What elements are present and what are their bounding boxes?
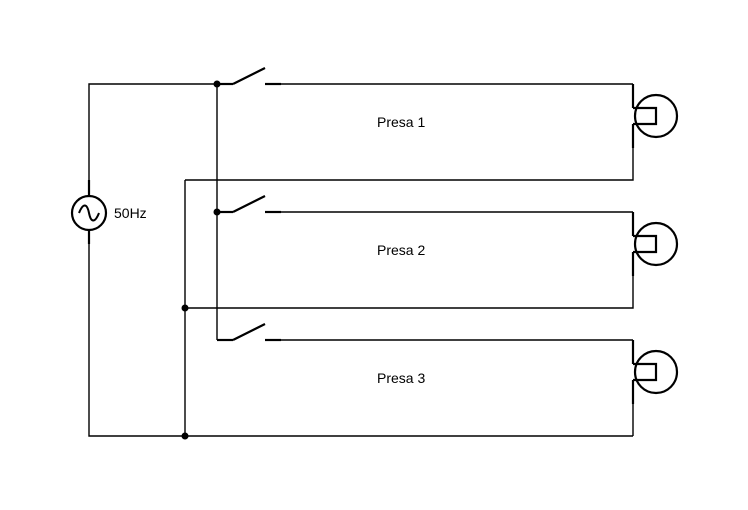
- source-frequency-label: 50Hz: [114, 205, 147, 221]
- ac-source-icon: [70, 180, 108, 244]
- junction-node: [181, 432, 189, 440]
- junction-node: [213, 208, 221, 216]
- supply-wires: [88, 83, 218, 437]
- socket-icon: [631, 212, 679, 276]
- circuit-2-label: Presa 2: [377, 242, 425, 258]
- switch-icon: [217, 195, 281, 214]
- junction-node: [213, 80, 221, 88]
- socket-icon: [631, 340, 679, 404]
- circuit-1-label: Presa 1: [377, 114, 425, 130]
- circuit-2-return-wire: [185, 276, 634, 309]
- circuit-1: Presa 1: [185, 67, 679, 181]
- socket-icon: [631, 84, 679, 148]
- junction-nodes: [181, 80, 221, 440]
- circuit-1-return-wire: [185, 148, 634, 181]
- circuit-3: Presa 3: [185, 323, 679, 437]
- switch-icon: [217, 323, 281, 342]
- circuit-3-label: Presa 3: [377, 370, 425, 386]
- circuit-2: Presa 2: [185, 195, 679, 309]
- junction-node: [181, 304, 189, 312]
- switch-icon: [217, 67, 281, 86]
- source-bottom-wire: [88, 244, 185, 437]
- source-top-wire: [88, 83, 217, 180]
